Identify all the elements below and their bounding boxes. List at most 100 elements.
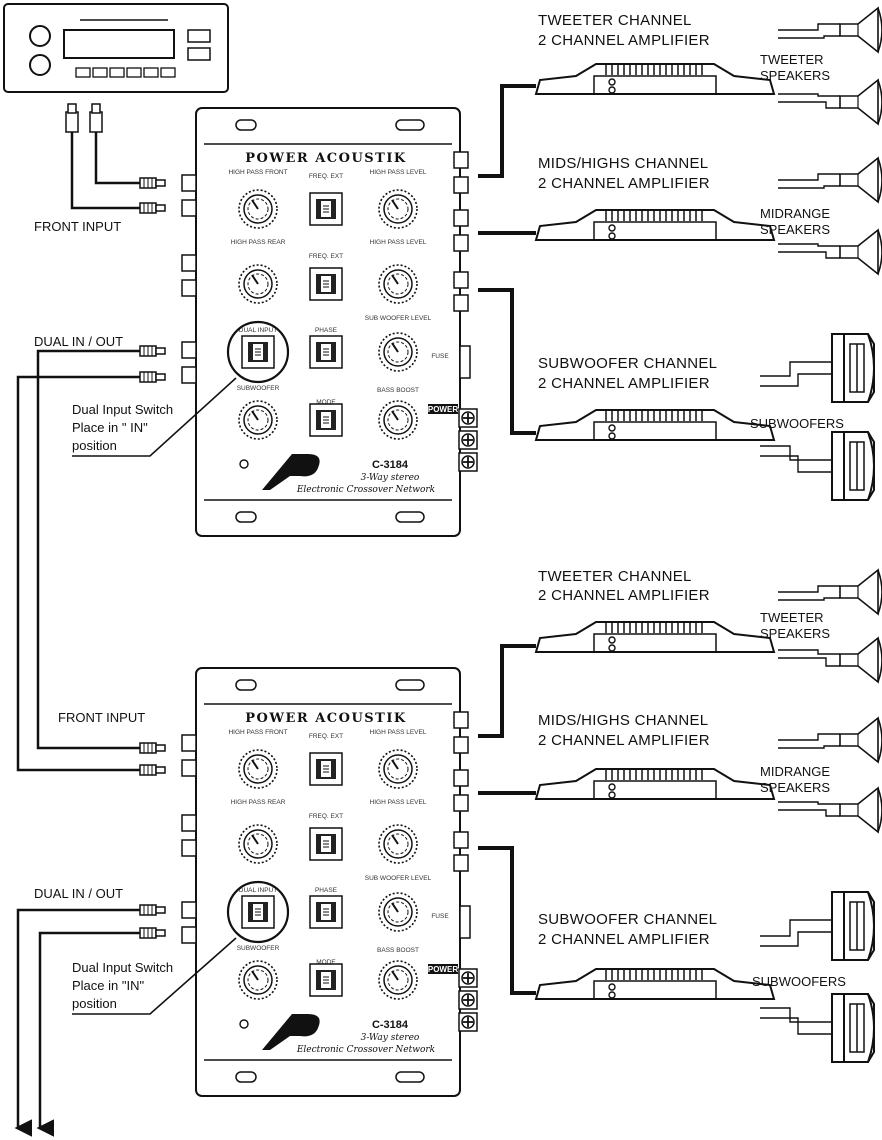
tweeter-speaker — [839, 79, 882, 125]
output-wiring — [478, 84, 536, 995]
amp-title-1: MIDS/HIGHS CHANNEL — [538, 712, 708, 729]
subwoofer-label: SUBWOOFER — [237, 945, 280, 952]
freq-ext2-switch[interactable] — [309, 827, 343, 861]
phase-switch[interactable] — [309, 895, 343, 929]
switch-note-bottom-2: Place in "IN" — [72, 978, 144, 993]
tweeter-label-2: SPEAKERS — [760, 68, 830, 83]
amp-title-2: 2 CHANNEL AMPLIFIER — [538, 587, 710, 604]
power-label: POWER — [428, 965, 458, 974]
midrange-speaker — [839, 787, 882, 833]
switch-note-bottom-3: position — [72, 996, 117, 1011]
power-label: POWER — [428, 405, 458, 414]
switch-note-top-2: Place in " IN" — [72, 420, 148, 435]
amp-title-2: 2 CHANNEL AMPLIFIER — [538, 931, 710, 948]
freq-ext2-label: FREQ. EXT — [309, 253, 343, 260]
midrange-speaker — [839, 157, 882, 203]
hp-rear-label: HIGH PASS REAR — [231, 799, 286, 806]
amp-title-2: 2 CHANNEL AMPLIFIER — [538, 175, 710, 192]
tweeter-label-2: SPEAKERS — [760, 626, 830, 641]
amp-title-1: SUBWOOFER CHANNEL — [538, 911, 717, 928]
phase-switch[interactable] — [309, 335, 343, 369]
freq-ext-switch[interactable] — [309, 752, 343, 786]
dual-io-label-bottom: DUAL IN / OUT — [34, 886, 123, 901]
sub-level-label: SUB WOOFER LEVEL — [365, 875, 432, 882]
hp-level2-label: HIGH PASS LEVEL — [370, 239, 427, 246]
subwoofers-label: SUBWOOFERS — [750, 416, 844, 431]
midrange-label-1: MIDRANGE — [760, 764, 830, 779]
tweeter-speaker — [839, 7, 882, 53]
sub-level-label: SUB WOOFER LEVEL — [365, 315, 432, 322]
tweeter-label-1: TWEETER — [760, 52, 824, 67]
front-input-label-top: FRONT INPUT — [34, 219, 121, 234]
desc-line2: Electronic Crossover Network — [296, 1045, 435, 1055]
switch-note-bottom-1: Dual Input Switch — [72, 960, 173, 975]
tweeter-label-1: TWEETER — [760, 610, 824, 625]
hp-level2-label: HIGH PASS LEVEL — [370, 799, 427, 806]
amp-sub-bottom: SUBWOOFER CHANNEL 2 CHANNEL AMPLIFIER — [535, 911, 775, 1000]
bass-boost-label: BASS BOOST — [377, 387, 419, 394]
phase-label: PHASE — [315, 327, 338, 334]
amp-sub-top: SUBWOOFER CHANNEL 2 CHANNEL AMPLIFIER — [535, 355, 775, 441]
freq-ext-label: FREQ. EXT — [309, 733, 343, 740]
desc-line1: 3-Way stereo — [361, 1033, 420, 1043]
dual-input-label: DUAL INPUT — [239, 327, 277, 334]
subwoofer-speaker — [831, 333, 875, 403]
midrange-label-1: MIDRANGE — [760, 206, 830, 221]
freq-ext-switch[interactable] — [309, 192, 343, 226]
fuse-label: FUSE — [431, 353, 449, 360]
dual-io-label-top: DUAL IN / OUT — [34, 334, 123, 349]
midrange-speaker — [839, 229, 882, 275]
freq-ext2-switch[interactable] — [309, 267, 343, 301]
dual-input-label: DUAL INPUT — [239, 887, 277, 894]
midrange-speaker — [839, 717, 882, 763]
amp-mids-top: MIDS/HIGHS CHANNEL 2 CHANNEL AMPLIFIER — [535, 155, 775, 241]
amp-mids-bottom: MIDS/HIGHS CHANNEL 2 CHANNEL AMPLIFIER — [535, 712, 775, 800]
midrange-label-2: SPEAKERS — [760, 780, 830, 795]
dual-input-switch[interactable] — [241, 895, 275, 929]
switch-note-top-3: position — [72, 438, 117, 453]
subwoofer-speaker — [831, 993, 875, 1063]
amp-title-2: 2 CHANNEL AMPLIFIER — [538, 732, 710, 749]
hp-level-label: HIGH PASS LEVEL — [370, 169, 427, 176]
head-unit — [3, 3, 229, 93]
subwoofers-label: SUBWOOFERS — [752, 974, 846, 989]
amp-title-1: TWEETER CHANNEL — [538, 12, 692, 29]
amp-title-2: 2 CHANNEL AMPLIFIER — [538, 375, 710, 392]
switch-note-top-1: Dual Input Switch — [72, 402, 173, 417]
head-unit-rca-leads — [65, 103, 166, 214]
tweeter-speaker — [839, 637, 882, 683]
bass-boost-label: BASS BOOST — [377, 947, 419, 954]
hp-level-label: HIGH PASS LEVEL — [370, 729, 427, 736]
model-label: C-3184 — [372, 1019, 409, 1031]
front-input-label-bottom: FRONT INPUT — [58, 710, 145, 725]
speaker-wires — [760, 23, 840, 1035]
crossover-top: POWER ACOUSTIK HIGH PASS FRONT HIGH PASS… — [181, 107, 478, 537]
mode-switch[interactable] — [309, 963, 343, 997]
mode-switch[interactable] — [309, 403, 343, 437]
hp-front-label: HIGH PASS FRONT — [228, 169, 287, 176]
model-label: C-3184 — [372, 459, 409, 471]
freq-ext-label: FREQ. EXT — [309, 173, 343, 180]
subwoofer-label: SUBWOOFER — [237, 385, 280, 392]
phase-label: PHASE — [315, 887, 338, 894]
amp-title-1: MIDS/HIGHS CHANNEL — [538, 155, 708, 172]
desc-line2: Electronic Crossover Network — [296, 485, 435, 495]
hp-rear-label: HIGH PASS REAR — [231, 239, 286, 246]
amp-tweeter-top: TWEETER CHANNEL 2 CHANNEL AMPLIFIER — [535, 12, 775, 95]
crossover-bottom: POWER ACOUSTIK HIGH PASS FRONT HIGH PASS… — [181, 667, 478, 1097]
hp-front-label: HIGH PASS FRONT — [228, 729, 287, 736]
mode-label: MODE — [316, 959, 336, 966]
subwoofer-speaker — [831, 891, 875, 961]
tweeter-speaker — [839, 569, 882, 615]
desc-line1: 3-Way stereo — [361, 473, 420, 483]
amp-title-1: SUBWOOFER CHANNEL — [538, 355, 717, 372]
brand-label: POWER ACOUSTIK — [245, 711, 406, 726]
amp-title-1: TWEETER CHANNEL — [538, 568, 692, 585]
fuse-label: FUSE — [431, 913, 449, 920]
dual-input-switch[interactable] — [241, 335, 275, 369]
freq-ext2-label: FREQ. EXT — [309, 813, 343, 820]
mode-label: MODE — [316, 399, 336, 406]
amp-tweeter-bottom: TWEETER CHANNEL 2 CHANNEL AMPLIFIER — [535, 568, 775, 653]
amp-title-2: 2 CHANNEL AMPLIFIER — [538, 32, 710, 49]
